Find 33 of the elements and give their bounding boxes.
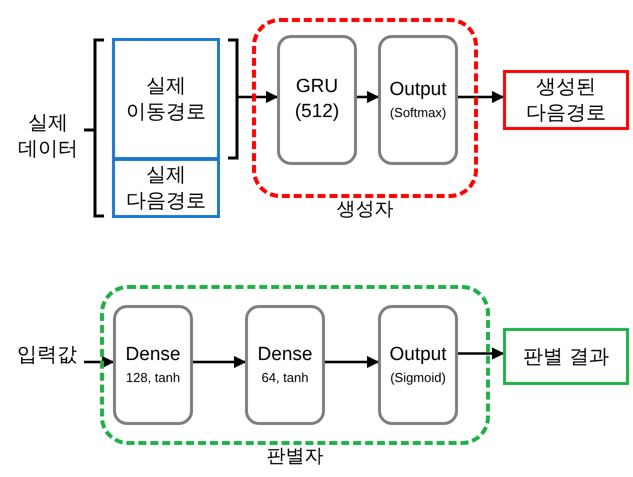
node-subtitle: 64, tanh — [262, 370, 308, 387]
arrow — [357, 90, 380, 104]
path-box — [112, 158, 220, 218]
group-title: 생성자 — [336, 198, 394, 222]
node-subtitle: 128, tanh — [126, 370, 180, 387]
layer-box — [378, 305, 458, 425]
node-title: GRU (512) — [294, 75, 340, 124]
arrow — [458, 90, 504, 104]
arrow — [84, 356, 114, 368]
side-label: 실제 데이터 — [17, 111, 79, 162]
output-box — [503, 328, 629, 385]
node-title: Dense — [124, 343, 182, 368]
node-title: 입력값 — [16, 343, 78, 368]
node-title: 생성된 다음경로 — [525, 75, 607, 126]
node-subtitle: (Sigmoid) — [390, 370, 446, 387]
layer-box — [245, 305, 325, 425]
layer-box — [378, 35, 458, 165]
node-title: Output — [388, 343, 448, 368]
layer-box — [277, 35, 357, 165]
arrow — [325, 356, 380, 368]
node-subtitle: (Softmax) — [390, 104, 446, 122]
arrow — [238, 90, 278, 104]
node-title: Dense — [256, 343, 314, 368]
node-title: 판별 결과 — [522, 344, 610, 370]
node-title: 실제 이동경로 — [125, 74, 207, 125]
layer-box — [113, 305, 193, 425]
arrow — [193, 356, 246, 368]
arrow — [458, 347, 504, 360]
node-title: 실제 다음경로 — [125, 163, 207, 214]
path-box — [112, 38, 220, 160]
output-box — [503, 70, 629, 130]
group-title: 판별자 — [266, 445, 324, 469]
node-title: Output — [388, 78, 448, 102]
